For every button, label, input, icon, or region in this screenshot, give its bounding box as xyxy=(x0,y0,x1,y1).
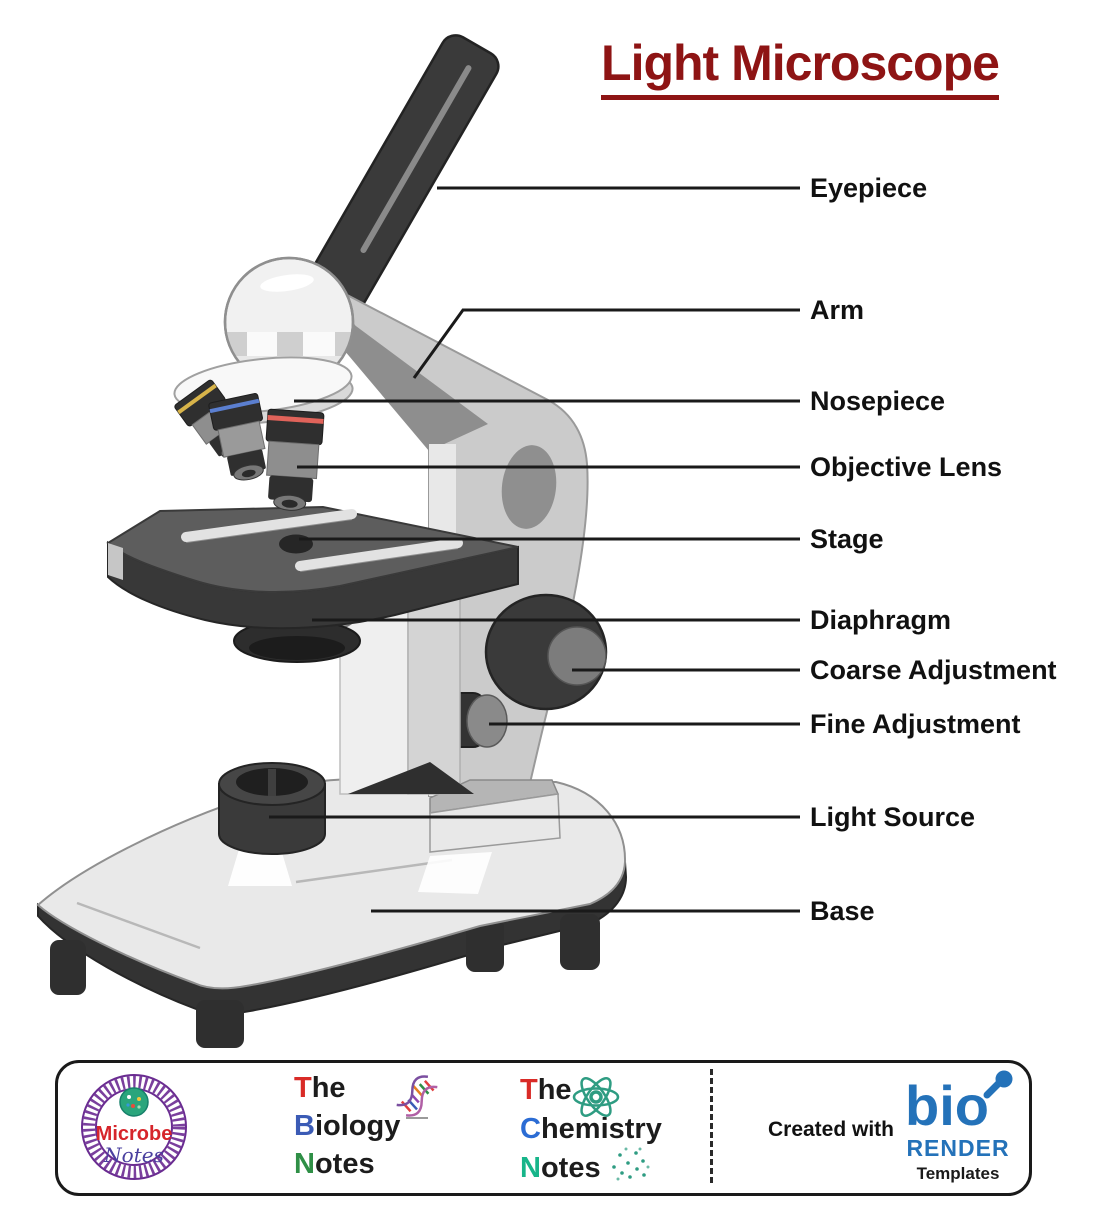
callout-lines xyxy=(269,186,800,913)
chemistry-initial-t: T xyxy=(520,1074,538,1106)
stage-clips xyxy=(181,509,463,572)
callout-line-arm xyxy=(412,308,800,379)
label-fine-adjustment: Fine Adjustment xyxy=(810,709,1021,739)
footer-credits-bar: Microbe Notes The Biology Notes The xyxy=(55,1060,1032,1196)
dna-icon xyxy=(396,1075,438,1119)
biology-word-biology: iology xyxy=(314,1110,401,1142)
label-coarse-adjustment: Coarse Adjustment xyxy=(810,655,1057,685)
bio-text: bio xyxy=(905,1074,989,1137)
objective-lens-middle xyxy=(208,392,266,481)
label-diaphragm: Diaphragm xyxy=(810,605,952,635)
dna-wreath-icon xyxy=(83,1076,185,1178)
biorender-logo[interactable]: bio xyxy=(903,1069,1015,1137)
label-base: Base xyxy=(810,896,875,926)
chemistry-initial-n: N xyxy=(520,1152,541,1184)
biology-initial-n: N xyxy=(294,1148,315,1180)
created-with-text: Created with xyxy=(767,1118,895,1141)
stage-part xyxy=(106,505,519,630)
sparkle-dots-icon xyxy=(612,1147,650,1181)
label-eyepiece: Eyepiece xyxy=(810,173,928,203)
label-objective-lens: Objective Lens xyxy=(810,452,1003,482)
label-arm: Arm xyxy=(810,295,865,325)
label-light-source: Light Source xyxy=(810,802,976,832)
chemistry-word-notes: otes xyxy=(540,1152,601,1184)
dashed-divider xyxy=(710,1069,713,1183)
biology-word-notes: otes xyxy=(314,1148,375,1180)
bio-node-dot xyxy=(995,1070,1013,1088)
biology-initial-t: T xyxy=(294,1072,312,1104)
the-biology-notes-logo[interactable]: The Biology Notes xyxy=(294,1069,400,1183)
templates-text: Templates xyxy=(916,1164,1000,1183)
microbe-subtitle: Notes xyxy=(103,1143,164,1167)
page-title: Light Microscope xyxy=(552,34,1048,100)
biology-initial-b: B xyxy=(294,1110,315,1142)
label-nosepiece: Nosepiece xyxy=(810,386,946,416)
atom-icon xyxy=(572,1077,620,1117)
light-source-part xyxy=(218,762,326,855)
label-stage: Stage xyxy=(810,524,884,554)
render-text: RENDER xyxy=(906,1135,1010,1161)
microbe-notes-logo[interactable]: Microbe Notes xyxy=(76,1069,192,1185)
objective-lens-group xyxy=(174,379,325,511)
objective-lens-front xyxy=(265,408,325,511)
the-chemistry-notes-logo[interactable]: The Chemistry Notes xyxy=(520,1071,662,1188)
microbe-globe-icon xyxy=(119,1087,149,1117)
chemistry-word-the: he xyxy=(537,1074,572,1106)
microbe-title: Microbe xyxy=(96,1123,173,1145)
biology-word-the: he xyxy=(311,1072,346,1104)
stage-aperture xyxy=(279,534,313,554)
chemistry-initial-c: C xyxy=(520,1113,541,1145)
coarse-adjustment-knob xyxy=(484,593,608,711)
chemistry-word-chemistry: hemistry xyxy=(540,1113,662,1145)
